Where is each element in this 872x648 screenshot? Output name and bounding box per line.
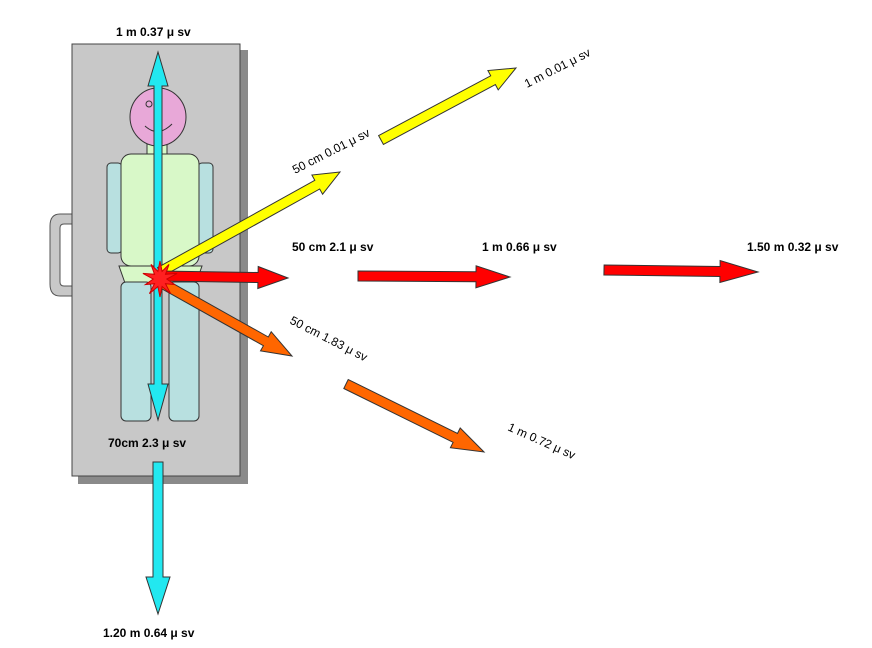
red-arrow-150cm: [603, 259, 760, 284]
label-yellow-1m: 1 m 0.01 μ sv: [522, 45, 593, 90]
left-leg: [120, 281, 152, 422]
right-leg: [168, 281, 200, 422]
label-orange-50cm: 50 cm 1.83 μ sv: [288, 313, 370, 364]
red-arrows: [159, 259, 760, 290]
radiation-source-burst-icon: [142, 260, 178, 298]
eye-icon: [145, 100, 153, 108]
label-red-50cm: 50 cm 2.1 μ sv: [292, 240, 374, 254]
orange-arrow-50cm: [156, 276, 294, 357]
label-bottom-120cm: 1.20 m 0.64 μ sv: [103, 626, 195, 640]
label-red-150cm: 1.50 m 0.32 μ sv: [747, 240, 839, 254]
left-arm: [106, 162, 123, 254]
orange-arrows: [156, 276, 486, 453]
label-red-1m: 1 m 0.66 μ sv: [482, 240, 557, 254]
cyan-down-arrow: [145, 461, 171, 616]
label-yellow-50cm: 50 cm 0.01 μ sv: [290, 126, 372, 177]
yellow-arrow-50cm: [156, 171, 342, 278]
label-bottom-70cm: 70cm 2.3 μ sv: [108, 436, 186, 450]
stretcher-handle: [49, 213, 73, 297]
red-arrow-1m: [357, 265, 512, 289]
yellow-arrows: [156, 67, 518, 278]
yellow-arrow-1m: [377, 67, 518, 146]
orange-arrow-1m: [343, 378, 486, 453]
label-orange-1m: 1 m 0.72 μ sv: [506, 420, 578, 462]
red-arrow-50cm: [159, 265, 290, 290]
cyan-double-arrow: [147, 50, 169, 422]
label-top: 1 m 0.37 μ sv: [116, 25, 191, 39]
